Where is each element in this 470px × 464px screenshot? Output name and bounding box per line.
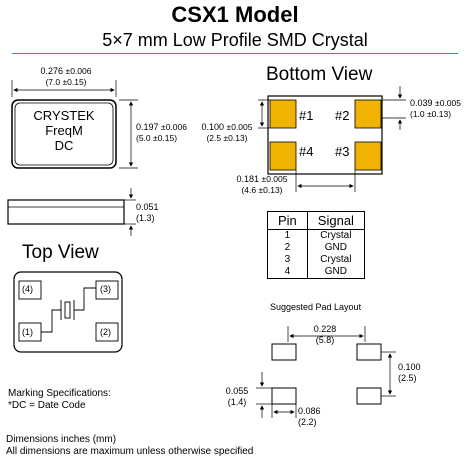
top-view-heading: Top View [22, 242, 99, 263]
thickness-dimension: 0.051 (1.3) [136, 202, 159, 223]
height-dimension: 0.197 ±0.006 (5.0 ±0.15) [136, 122, 187, 143]
pad-layout-pad-width: 0.086 (2.2) [298, 406, 321, 427]
pad-1-shape [269, 99, 297, 129]
pad-gap-dimension: 0.039 ±0.005 (1.0 ±0.13) [410, 98, 461, 119]
page-subtitle: 5×7 mm Low Profile SMD Crystal [102, 30, 368, 50]
page-title: CSX1 Model [171, 2, 299, 27]
marking-line-1: CRYSTEK [33, 108, 95, 123]
pad-width-dimension: 0.100 ±0.005 (2.5 ±0.13) [201, 122, 253, 143]
pad-spacing-dimension: 0.181 ±0.005 (4.6 ±0.13) [236, 174, 288, 195]
bottom-pad-3-label: #3 [335, 144, 350, 159]
top-pin-2: (2) [100, 327, 111, 337]
width-dimension: 0.276 ±0.006 (7.0 ±0.15) [40, 66, 92, 87]
pad-2-shape [354, 99, 382, 129]
bottom-view-outline [267, 95, 383, 175]
pad-layout-pad-height: 0.055 (1.4) [225, 386, 249, 407]
top-pin-1: (1) [22, 327, 33, 337]
marking-line-2: FreqM [45, 123, 83, 138]
pad-layout-vertical: 0.100 (2.5) [398, 362, 421, 383]
footer-notes: Dimensions inches (mm) All dimensions ar… [6, 434, 254, 457]
pin-header: Pin [268, 212, 308, 230]
pad-4-shape [269, 141, 297, 171]
pad-layout-heading: Suggested Pad Layout [270, 302, 362, 312]
package-side-view [7, 199, 125, 225]
marking-spec: Marking Specifications: *DC = Date Code [8, 388, 111, 411]
top-view-outline [13, 271, 123, 353]
package-outline [11, 99, 117, 169]
bottom-pad-4-label: #4 [299, 144, 314, 159]
bottom-view-heading: Bottom View [266, 64, 373, 85]
signal-header: Signal [307, 212, 364, 230]
marking-line-3: DC [54, 138, 74, 153]
bottom-pad-2-label: #2 [335, 108, 350, 123]
package-marking: CRYSTEK FreqM DC [14, 108, 114, 153]
pad-3-shape [354, 141, 382, 171]
pad-layout-span: 0.228 (5.8) [313, 324, 337, 345]
pad-layout-shapes [271, 343, 382, 405]
top-pin-3: (3) [100, 284, 111, 294]
top-pin-4: (4) [22, 284, 33, 294]
title-divider [12, 53, 458, 54]
bottom-pad-1-label: #1 [299, 108, 314, 123]
